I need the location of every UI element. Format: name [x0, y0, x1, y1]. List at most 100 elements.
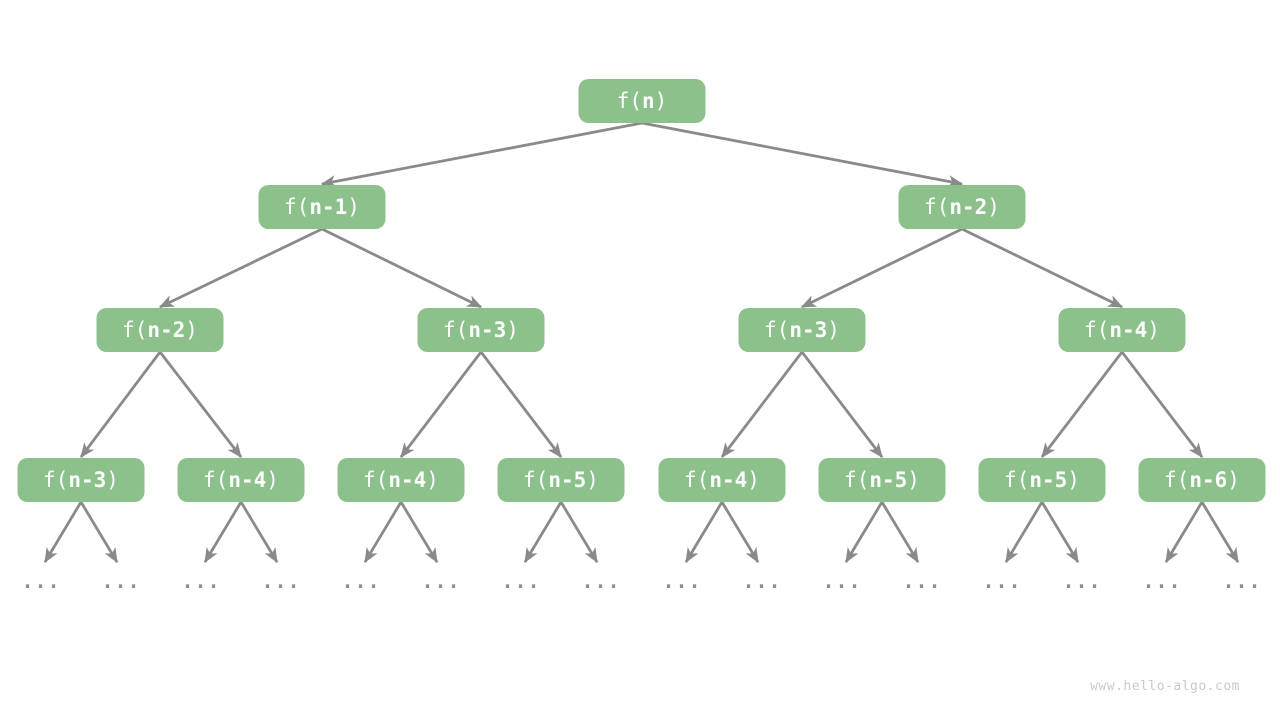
edge-n2-n5 [800, 227, 963, 309]
node-label-post: ) [987, 194, 1000, 219]
edge-n11-ellipsis [720, 501, 760, 564]
edge-n6-n13 [1040, 351, 1124, 458]
ellipsis-leaf: ... [581, 569, 621, 593]
node-label-core: n-4 [388, 467, 427, 492]
node-label-post: ) [185, 317, 198, 342]
edge-n7-ellipsis [79, 501, 119, 564]
ellipsis-leaf: ... [181, 569, 221, 593]
node-label-post: ) [586, 467, 599, 492]
tree-node-f(n): f(n) [578, 79, 706, 123]
ellipsis-leaf: ... [982, 569, 1022, 593]
edge-n9-ellipsis [363, 501, 403, 564]
node-label-post: ) [1067, 467, 1080, 492]
tree-edges [43, 121, 1240, 564]
tree-node-f(n-4): f(n-4) [1058, 308, 1186, 352]
edge-n12-ellipsis [844, 501, 884, 564]
tree-node-f(n-5): f(n-5) [978, 458, 1106, 502]
node-label-pre: f( [684, 467, 710, 492]
tree-node-f(n-2): f(n-2) [96, 308, 224, 352]
edge-n8-ellipsis [239, 501, 279, 564]
edge-n5-n12 [800, 351, 884, 458]
node-label-pre: f( [523, 467, 549, 492]
node-label-core: n-5 [1029, 467, 1068, 492]
node-label-post: ) [426, 467, 439, 492]
tree-node-f(n-6): f(n-6) [1138, 458, 1266, 502]
ellipsis-leaf: ... [501, 569, 541, 593]
node-label-pre: f( [363, 467, 389, 492]
edge-n8-ellipsis [203, 501, 243, 564]
node-label-pre: f( [122, 317, 148, 342]
edge-n5-n11 [720, 351, 804, 458]
edge-n14-ellipsis [1200, 501, 1240, 564]
edge-n10-ellipsis [523, 501, 563, 564]
edge-n13-ellipsis [1004, 501, 1044, 564]
ellipsis-leaf: ... [822, 569, 862, 593]
node-label-pre: f( [1084, 317, 1110, 342]
node-label-core: n-2 [147, 317, 186, 342]
edge-n11-ellipsis [684, 501, 724, 564]
node-label-pre: f( [616, 88, 642, 113]
node-label-core: n-4 [709, 467, 748, 492]
node-label-pre: f( [764, 317, 790, 342]
node-label-pre: f( [203, 467, 229, 492]
node-label-pre: f( [284, 194, 310, 219]
ellipsis-leaf: ... [261, 569, 301, 593]
node-label-core: n-3 [68, 467, 107, 492]
ellipsis-leaf: ... [1142, 569, 1182, 593]
ellipsis-leaf: ... [1062, 569, 1102, 593]
edge-n3-n8 [158, 351, 243, 458]
tree-node-f(n-5): f(n-5) [818, 458, 946, 502]
node-label-post: ) [654, 88, 668, 113]
ellipsis-leaf: ... [421, 569, 461, 593]
watermark-text: www.hello-algo.com [1090, 679, 1240, 694]
edge-n4-n10 [479, 351, 563, 458]
edge-n1-n3 [158, 227, 323, 309]
node-label-post: ) [747, 467, 760, 492]
tree-node-f(n-3): f(n-3) [738, 308, 866, 352]
node-label-post: ) [827, 317, 840, 342]
edge-n0-n2 [641, 121, 964, 188]
node-label-post: ) [1147, 317, 1160, 342]
tree-node-f(n-5): f(n-5) [497, 458, 625, 502]
edge-n1-n4 [321, 227, 483, 309]
ellipsis-leaf: ... [1222, 569, 1262, 593]
edge-n7-ellipsis [43, 501, 83, 564]
tree-node-f(n-4): f(n-4) [337, 458, 465, 502]
node-label-core: n-6 [1189, 467, 1228, 492]
ellipsis-leaf: ... [341, 569, 381, 593]
node-label-pre: f( [443, 317, 469, 342]
node-label-pre: f( [43, 467, 69, 492]
node-label-core: n [641, 88, 655, 113]
tree-node-f(n-2): f(n-2) [898, 185, 1026, 229]
node-label-core: n-4 [1109, 317, 1148, 342]
edge-n4-n9 [399, 351, 483, 458]
node-label-core: n-3 [468, 317, 507, 342]
edge-n12-ellipsis [880, 501, 920, 564]
edge-n9-ellipsis [399, 501, 439, 564]
node-label-post: ) [907, 467, 920, 492]
edge-n2-n6 [961, 227, 1124, 309]
edge-n6-n14 [1120, 351, 1204, 458]
node-label-core: n-5 [869, 467, 908, 492]
ellipsis-leaf: ... [21, 569, 61, 593]
edge-n13-ellipsis [1040, 501, 1080, 564]
node-label-post: ) [347, 194, 360, 219]
node-label-post: ) [506, 317, 519, 342]
tree-node-f(n-4): f(n-4) [177, 458, 305, 502]
node-label-core: n-4 [228, 467, 267, 492]
node-label-core: n-2 [949, 194, 988, 219]
node-label-post: ) [266, 467, 279, 492]
node-label-pre: f( [1164, 467, 1190, 492]
node-label-core: n-5 [548, 467, 587, 492]
node-label-pre: f( [844, 467, 870, 492]
tree-node-f(n-3): f(n-3) [17, 458, 145, 502]
ellipsis-leaf: ... [742, 569, 782, 593]
node-label-pre: f( [924, 194, 950, 219]
edge-n0-n1 [320, 121, 643, 188]
node-label-post: ) [1227, 467, 1240, 492]
node-label-post: ) [106, 467, 119, 492]
node-label-core: n-3 [789, 317, 828, 342]
node-label-core: n-1 [309, 194, 348, 219]
